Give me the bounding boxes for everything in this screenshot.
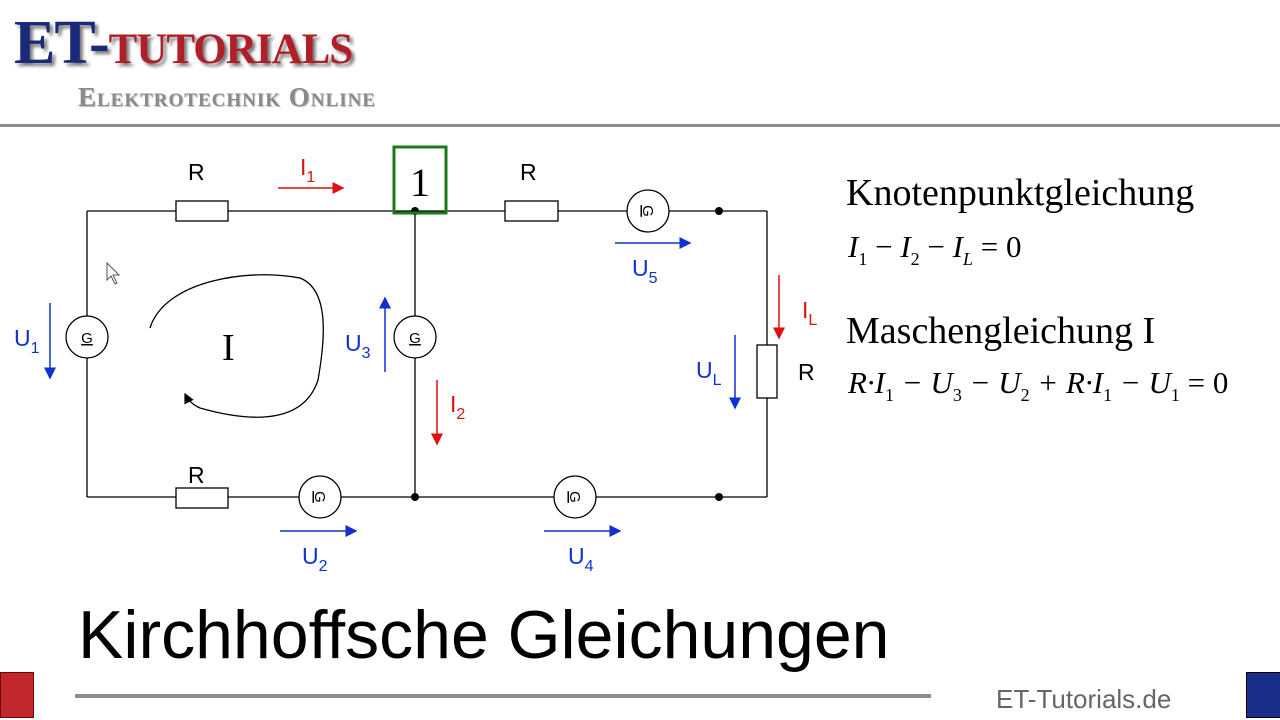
- resistor-top-right: [504, 200, 559, 222]
- current-label-i1: I1: [300, 154, 315, 186]
- logo-brand-left: ET-: [14, 9, 110, 77]
- generator-u4: [553, 475, 597, 519]
- logo-tagline: Elektrotechnik Online: [78, 82, 376, 112]
- footer-blue-square: [1246, 672, 1280, 718]
- slide-title: Kirchhoffsche Gleichungen: [78, 597, 890, 673]
- mesh-loop-arrow: [149, 274, 324, 418]
- generator-label: G: [639, 205, 656, 217]
- node-equation-heading: Knotenpunktgleichung: [846, 172, 1194, 214]
- generator-label: G: [409, 330, 421, 347]
- node-label: 1: [410, 160, 430, 205]
- junction-dot: [715, 493, 723, 501]
- resistor-bottom-left: [175, 487, 229, 509]
- mouse-cursor-icon: [106, 261, 121, 285]
- voltage-label-u2: U2: [302, 543, 328, 575]
- generator-label: G: [81, 330, 93, 347]
- resistor-label: R: [520, 159, 537, 185]
- junction-dot: [411, 493, 419, 501]
- generator-label: G: [311, 491, 328, 503]
- resistor-load: [756, 344, 778, 399]
- generator-label: G: [566, 491, 583, 503]
- mesh-label: I: [222, 327, 235, 369]
- footer-divider: [75, 694, 931, 698]
- logo: ET-Tutorials Elektrotechnik Online: [14, 8, 376, 113]
- voltage-label-u1: U1: [14, 325, 40, 357]
- current-label-il: IL: [802, 297, 817, 329]
- generator-u1: [65, 315, 109, 359]
- logo-brand-right: Tutorials: [108, 9, 354, 77]
- mesh-equation: R·I1 − U3 − U2 + R·I1 − U1 = 0: [847, 365, 1228, 405]
- site-link[interactable]: ET-Tutorials.de: [996, 684, 1172, 714]
- node-equation: I1 − I2 − IL = 0: [847, 229, 1021, 269]
- resistor-label: R: [798, 359, 815, 385]
- voltage-label-u5: U5: [632, 255, 658, 287]
- voltage-label-u4: U4: [568, 543, 594, 575]
- resistor-label: R: [188, 462, 205, 488]
- resistor-label: R: [188, 159, 205, 185]
- voltage-label-ul: UL: [696, 357, 722, 389]
- current-label-i2: I2: [450, 391, 465, 423]
- mesh-equation-heading: Maschengleichung I: [846, 310, 1155, 352]
- generator-u2: [298, 475, 342, 519]
- generator-u5: [626, 189, 670, 233]
- resistor-top-left: [175, 200, 229, 222]
- voltage-label-u3: U3: [345, 330, 371, 362]
- junction-dot: [715, 207, 723, 215]
- node-box: [392, 145, 448, 215]
- footer-red-square: [0, 672, 34, 718]
- generator-u3: [393, 315, 437, 359]
- header-divider: [0, 124, 1280, 127]
